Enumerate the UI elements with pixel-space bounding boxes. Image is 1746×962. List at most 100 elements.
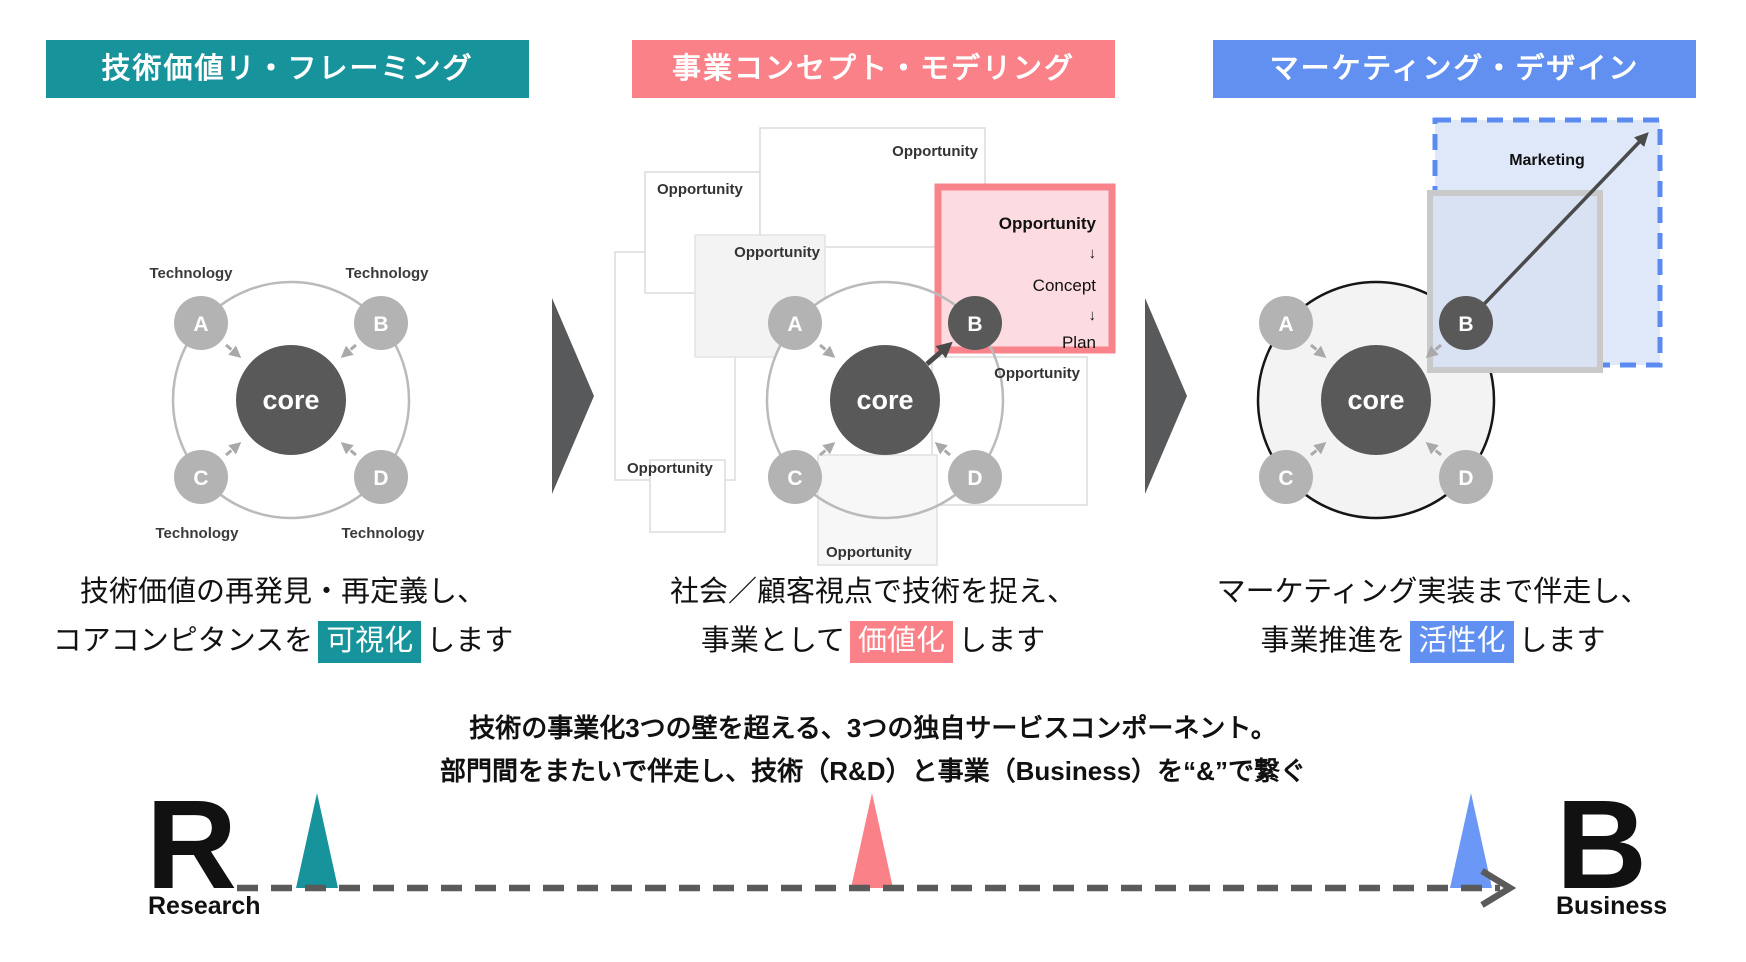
milestone-triangle-pink: [851, 793, 893, 888]
node-a-label: A: [193, 313, 208, 336]
node-c: [1259, 450, 1313, 504]
header-reframing: 技術価値リ・フレーミング: [46, 40, 529, 98]
core-label: core: [1347, 385, 1404, 415]
node-c-label: C: [1278, 467, 1293, 490]
caption-line2: コアコンピタンスを可視化します: [3, 617, 563, 666]
core-circle: [1321, 345, 1431, 455]
node-b-highlighted: [948, 296, 1002, 350]
opportunity-box-bottom: [817, 454, 938, 566]
dashed-arrow-d-core: [1425, 442, 1442, 457]
core-circle: [830, 345, 940, 455]
node-c: [174, 450, 228, 504]
milestone-triangle-teal: [296, 793, 338, 888]
dashed-arrow-c-core: [225, 442, 242, 457]
dashed-arrow-d-core: [934, 442, 951, 457]
flow-arrow-icon: [552, 298, 594, 494]
highlight-valorize: 価値化: [850, 621, 954, 663]
opportunity-box-selected: [934, 183, 1116, 354]
node-b-label: B: [967, 313, 982, 336]
research-to-business-axis: R Research B Business: [146, 774, 1667, 920]
technology-label: Technology: [341, 525, 425, 542]
node-d-label: D: [1458, 467, 1473, 490]
node-c: [768, 450, 822, 504]
node-b: [354, 296, 408, 350]
node-a: [768, 296, 822, 350]
axis-arrowhead-icon: [1480, 868, 1517, 908]
core-label: core: [856, 385, 913, 415]
node-d-label: D: [967, 467, 982, 490]
diagram-business-concept-modeling: Opportunity Opportunity Opportunity Oppo…: [614, 127, 1116, 566]
core-label: core: [262, 385, 319, 415]
opportunity-label: Opportunity: [994, 365, 1080, 382]
solid-arrow-core-to-b: [925, 341, 953, 366]
caption-line1: 社会／顧客視点で技術を捉え、: [669, 576, 1076, 608]
caption-text: します: [426, 625, 514, 657]
caption-marketing: マーケティング実装まで伴走し、 事業推進を活性化します: [1153, 568, 1713, 666]
marketing-label: Marketing: [1509, 152, 1585, 169]
diagram-technology-reframing: core A B C D Technology Technology Techn…: [149, 265, 429, 542]
opportunity-label: Opportunity: [892, 143, 978, 160]
dashed-arrow-b-core: [340, 343, 357, 358]
node-a-label: A: [1278, 313, 1293, 336]
caption-text: します: [958, 625, 1046, 657]
caption-modeling: 社会／顧客視点で技術を捉え、 事業として価値化します: [593, 568, 1153, 666]
plan-step-label: Plan: [1062, 333, 1096, 352]
node-a: [174, 296, 228, 350]
business-label: Business: [1556, 892, 1667, 920]
flow-arrow-icon: [1145, 298, 1187, 494]
dashed-arrow-c-core: [1310, 442, 1327, 457]
node-d: [1439, 450, 1493, 504]
caption-text: コアコンピタンスを: [52, 625, 314, 657]
caption-text: します: [1518, 625, 1606, 657]
node-b-label: B: [373, 313, 388, 336]
technology-label: Technology: [345, 265, 429, 282]
diagram-marketing-design: Marketing core A B C D: [1256, 117, 1663, 520]
caption-line1: マーケティング実装まで伴走し、: [1216, 576, 1650, 608]
opportunity-box-fragment: [649, 459, 726, 533]
node-b-highlighted: [1439, 296, 1493, 350]
node-c-label: C: [193, 467, 208, 490]
highlight-activate: 活性化: [1410, 621, 1514, 663]
caption-line2: 事業推進を活性化します: [1153, 617, 1713, 666]
opportunity-selected-title: Opportunity: [999, 214, 1097, 233]
research-label: Research: [148, 892, 261, 920]
highlight-visualize: 可視化: [318, 621, 422, 663]
statement-line2: 部門間をまたいで伴走し、技術（R&D）と事業（Business）を“&”で繋ぐ: [440, 756, 1306, 786]
header-modeling: 事業コンセプト・モデリング: [632, 40, 1115, 98]
technology-label: Technology: [155, 525, 239, 542]
header-marketing: マーケティング・デザイン: [1213, 40, 1696, 98]
business-letter: B: [1556, 774, 1647, 915]
technology-label: Technology: [149, 265, 233, 282]
node-c-label: C: [787, 467, 802, 490]
caption-text: 事業として: [700, 625, 846, 657]
dashed-arrow-d-core: [340, 442, 357, 457]
node-a: [1259, 296, 1313, 350]
caption-line1: 技術価値の再発見・再定義し、: [79, 576, 486, 608]
caption-text: 事業推進を: [1260, 625, 1406, 657]
node-a-label: A: [787, 313, 802, 336]
node-d: [948, 450, 1002, 504]
opportunity-label: Opportunity: [627, 460, 713, 477]
concept-step-label: Concept: [1033, 276, 1097, 295]
down-arrow-icon: ↓: [1089, 307, 1097, 324]
ring-circle: [765, 280, 1005, 520]
node-d: [354, 450, 408, 504]
dashed-arrow-a-core: [225, 343, 242, 358]
research-letter: R: [146, 774, 237, 915]
opportunity-label: Opportunity: [734, 244, 820, 261]
core-circle: [236, 345, 346, 455]
dashed-arrow-a-core: [819, 343, 836, 358]
dashed-arrow-b-core: [1425, 343, 1442, 358]
milestone-triangle-blue: [1450, 793, 1492, 888]
opportunity-label: Opportunity: [657, 181, 743, 198]
opportunity-label: Opportunity: [826, 544, 912, 561]
down-arrow-icon: ↓: [1089, 245, 1097, 262]
dashed-arrow-a-core: [1310, 343, 1327, 358]
statement-line1: 技術の事業化3つの壁を超える、3つの独自サービスコンポーネント。: [469, 713, 1277, 743]
caption-line2: 事業として価値化します: [593, 617, 1153, 666]
node-d-label: D: [373, 467, 388, 490]
solid-arrow-b-to-marketing: [1464, 132, 1649, 325]
dashed-arrow-c-core: [819, 442, 836, 457]
caption-reframing: 技術価値の再発見・再定義し、 コアコンピタンスを可視化します: [3, 568, 563, 666]
